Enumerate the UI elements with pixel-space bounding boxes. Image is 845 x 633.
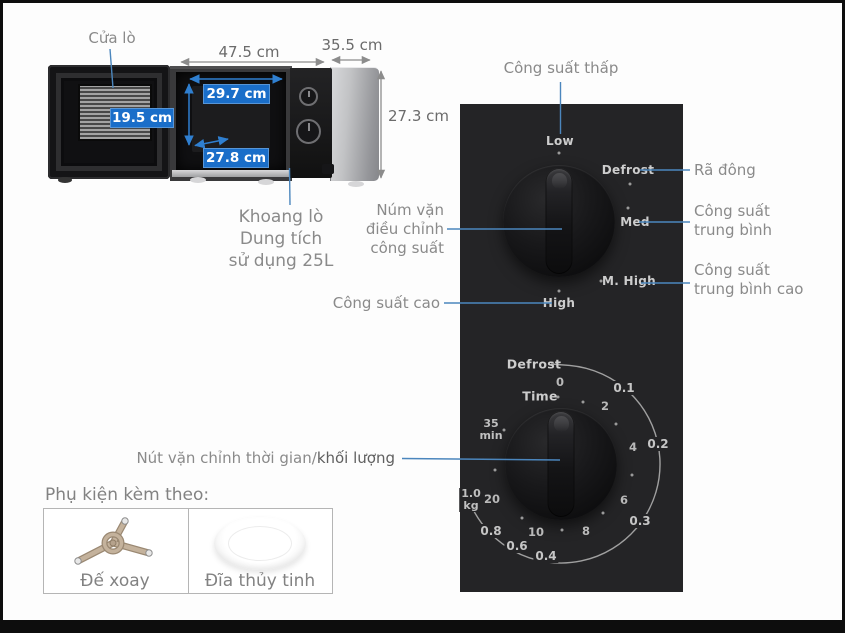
- frame-border: [842, 0, 845, 633]
- kg-mark-unit: 1.0 kg: [459, 488, 483, 512]
- cavity-bottom-lip: [172, 170, 290, 177]
- accessory-label-turntable: Đế xoay: [80, 571, 150, 591]
- power-knob-caption-line: công suất: [370, 239, 444, 257]
- dial-mark-high: High: [542, 296, 576, 310]
- oven-side-panel: [330, 67, 379, 181]
- timer-mark-0: 0: [555, 375, 565, 389]
- cavity-caption-line: sử dụng 25L: [228, 251, 334, 271]
- dial-mark-low: Low: [546, 134, 574, 148]
- glass-plate-icon: [214, 517, 306, 570]
- door-handle-notch: [322, 164, 334, 174]
- power-knob-caption: Núm vặn điều chỉnh công suất: [340, 201, 444, 258]
- power-knob: [503, 165, 615, 277]
- dial-mark-med: Med: [620, 215, 650, 229]
- accessories-table-divider: [188, 509, 189, 593]
- size-chip-cavity-height: 19.5 cm: [110, 108, 174, 128]
- power-knob-caption-line: Núm vặn: [376, 201, 444, 219]
- accessories-title: Phụ kiện kèm theo:: [45, 485, 210, 505]
- annotation-low-power: Công suất thấp: [503, 59, 619, 77]
- dimension-label-height: 27.3 cm: [388, 107, 450, 125]
- timer-mark-2: 2: [600, 399, 610, 413]
- power-knob-caption-line: điều chỉnh: [365, 220, 444, 238]
- dial-tick-dot: [557, 289, 561, 293]
- dimension-label-width: 47.5 cm: [218, 43, 280, 61]
- kg-mark-0-8: 0.8: [478, 524, 504, 538]
- timer-mark-35min: 35 min: [479, 418, 502, 442]
- timer-mark-8: 8: [581, 524, 591, 538]
- timer-mini-knob-icon: [296, 119, 321, 144]
- timer-mark-defrost: Defrost: [506, 356, 562, 372]
- oven-foot: [190, 177, 206, 183]
- cavity-caption: Khoang lò Dung tích sử dụng 25L: [201, 206, 361, 272]
- dial-tick-dot: [630, 473, 634, 477]
- power-knob-handle: [545, 168, 573, 274]
- dial-tick-dot: [581, 400, 585, 404]
- dial-tick-dot: [599, 279, 603, 283]
- dial-tick-dot: [556, 395, 560, 399]
- kg-mark-0-2: 0.2: [645, 437, 671, 451]
- frame-border: [0, 620, 845, 633]
- annotation-line: trung bình cao: [694, 280, 804, 298]
- size-chip-cavity-width: 29.7 cm: [203, 84, 270, 104]
- timer-mark-6: 6: [619, 493, 629, 507]
- kg-mark-kg: kg: [463, 499, 479, 512]
- dial-mark-defrost: Defrost: [601, 163, 655, 177]
- frame-border: [0, 0, 845, 3]
- timer-mark-time: Time: [522, 388, 558, 404]
- annotation-high-power: Công suất cao: [332, 294, 440, 312]
- timer-mark-20: 20: [483, 492, 501, 506]
- dial-tick-dot: [628, 182, 632, 186]
- accessory-label-plate: Đĩa thủy tinh: [204, 571, 316, 591]
- oven-foot: [348, 181, 364, 187]
- timer-caption-weight-part: khối lượng: [316, 449, 395, 467]
- dimension-label-depth: 35.5 cm: [321, 36, 383, 54]
- dial-tick-dot: [502, 428, 506, 432]
- size-chip-cavity-depth: 27.8 cm: [203, 148, 269, 168]
- annotation-line: trung bình: [694, 221, 773, 239]
- timer-knob-handle: [547, 411, 575, 517]
- timer-mark-4: 4: [628, 440, 638, 454]
- dial-tick-dot: [557, 151, 561, 155]
- cavity-caption-line: Dung tích: [239, 229, 323, 249]
- annotation-medium-power: Công suất trung bình: [694, 202, 772, 240]
- timer-mark-min: min: [479, 429, 503, 442]
- oven-foot: [258, 179, 274, 185]
- dial-tick-dot: [493, 468, 497, 472]
- dial-mark-m-high: M. High: [601, 274, 657, 288]
- timer-caption-time-part: Nút vặn chỉnh thời gian/: [136, 449, 317, 467]
- dial-tick-dot: [560, 528, 564, 532]
- oven-foot: [58, 177, 72, 183]
- dial-tick-dot: [601, 511, 605, 515]
- power-mini-knob-icon: [299, 87, 318, 106]
- door-callout-label: Cửa lò: [88, 29, 136, 47]
- timer-mark-10: 10: [527, 525, 545, 539]
- annotation-defrost: Rã đông: [694, 161, 756, 179]
- dial-tick-dot: [520, 516, 524, 520]
- dial-tick-dot: [626, 206, 630, 210]
- kg-mark-0-4: 0.4: [533, 549, 559, 563]
- timer-knob: [505, 408, 617, 520]
- kg-mark-0-6: 0.6: [504, 539, 530, 553]
- dial-tick-dot: [614, 422, 618, 426]
- kg-mark-0-1: 0.1: [611, 381, 637, 395]
- frame-border: [0, 0, 3, 633]
- annotation-medium-high-power: Công suất trung bình cao: [694, 261, 803, 299]
- cavity-caption-line: Khoang lò: [238, 207, 324, 227]
- annotation-line: Công suất: [694, 261, 770, 279]
- timer-knob-caption: Nút vặn chỉnh thời gian/khối lượng: [100, 449, 395, 467]
- annotation-line: Công suất: [694, 202, 770, 220]
- kg-mark-0-3: 0.3: [627, 514, 653, 528]
